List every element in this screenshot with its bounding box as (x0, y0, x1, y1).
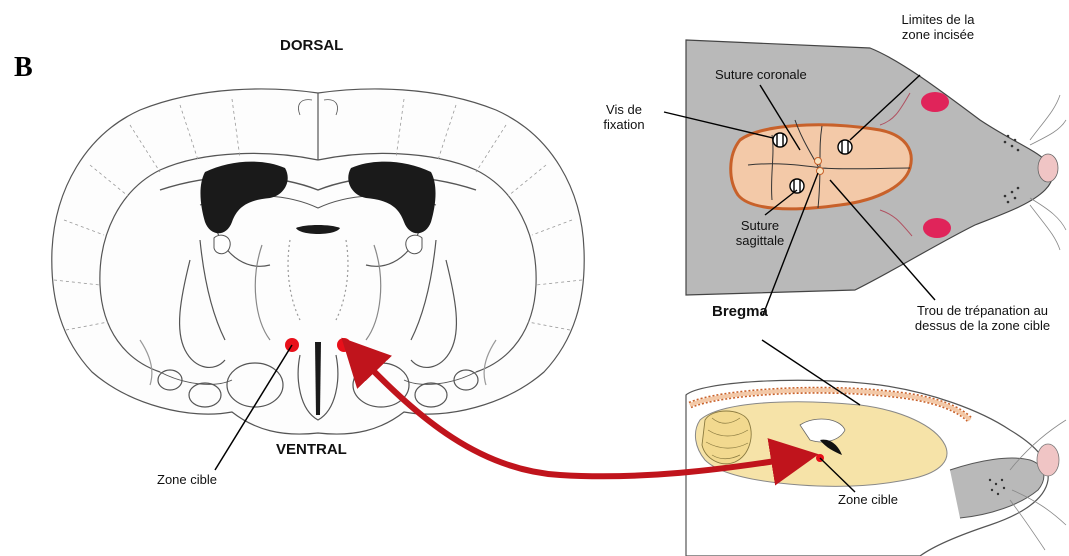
bregma-hole-a (815, 158, 822, 165)
screw-label: Vis de fixation (584, 102, 664, 132)
ventral-label: VENTRAL (276, 442, 347, 457)
sagittal-suture-line1: Suture (741, 218, 779, 233)
ear-upper (921, 92, 949, 112)
coronal-target-dot-right (337, 338, 351, 352)
screw-label-line1: Vis de (606, 102, 642, 117)
trepanation-line2: dessus de la zone cible (915, 318, 1050, 333)
incision-limit-line1: Limites de la (902, 12, 975, 27)
screw-label-line2: fixation (603, 117, 644, 132)
dorsal-label: DORSAL (280, 38, 343, 53)
panel-letter: B (14, 52, 33, 84)
incision-limit-label: Limites de la zone incisée (878, 12, 998, 42)
sagittal-head-view (686, 340, 1066, 556)
fixation-screw-3 (790, 179, 804, 193)
sagittal-suture-label: Suture sagittale (725, 218, 795, 248)
fixation-screw-2 (838, 140, 852, 154)
trepanation-line1: Trou de trépanation au (917, 303, 1048, 318)
bregma-label: Bregma (712, 304, 768, 319)
sagittal-target-label: Zone cible (838, 492, 898, 507)
nose (1038, 154, 1058, 182)
coronal-suture-label: Suture coronale (715, 67, 807, 82)
fixation-screw-1 (773, 133, 787, 147)
third-ventricle (315, 342, 321, 415)
incision-limit-line2: zone incisée (902, 27, 974, 42)
sagittal-suture-line2: sagittale (736, 233, 784, 248)
coronal-target-label: Zone cible (157, 472, 217, 487)
ear-lower (923, 218, 951, 238)
trepanation-label: Trou de trépanation au dessus de la zone… (896, 303, 1069, 333)
